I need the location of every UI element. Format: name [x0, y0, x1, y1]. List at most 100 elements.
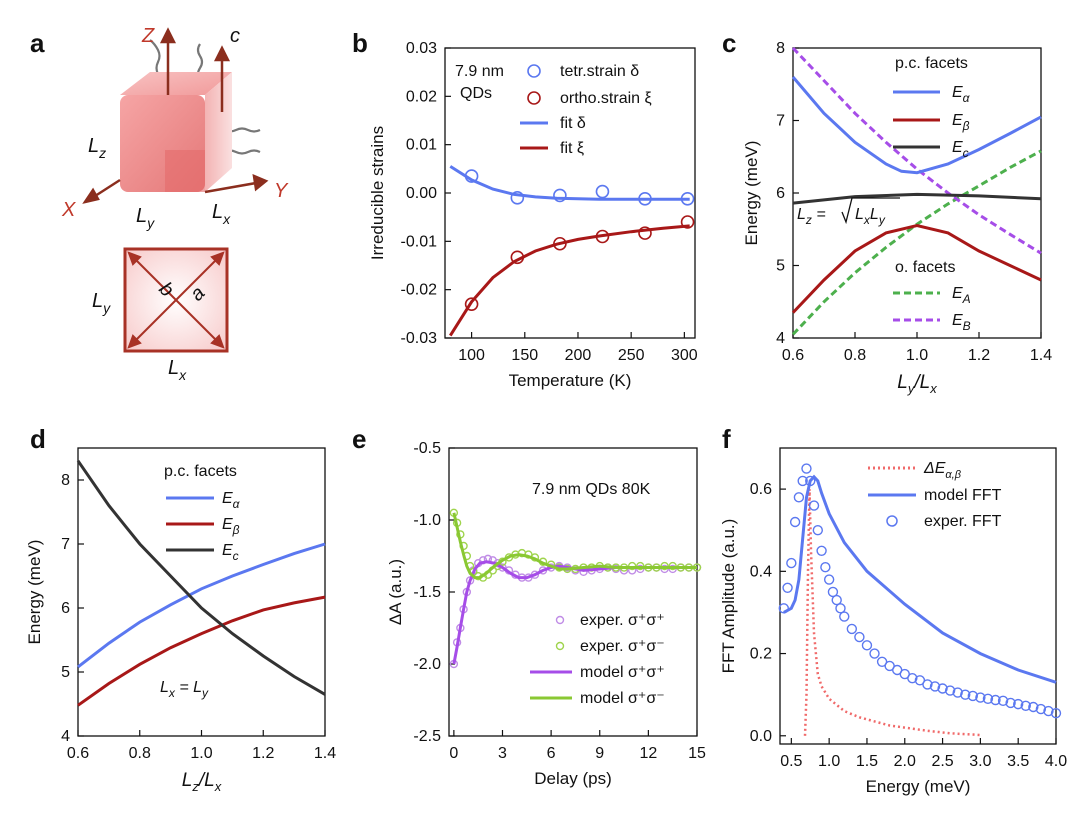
panel-label-a: a [30, 28, 45, 58]
legend-d-beta: Eβ [222, 516, 240, 537]
c-xtick-label: 0.8 [844, 347, 866, 364]
f-exper-point [797, 475, 808, 487]
e-xlabel: Delay (ps) [534, 769, 611, 788]
c-ytick-label: 4 [776, 330, 785, 347]
legend-c-A: EA [952, 285, 971, 306]
f-xtick-label: 1.5 [856, 753, 878, 770]
f-xtick-label: 3.0 [969, 753, 991, 770]
f-exper-point [960, 689, 971, 700]
legend-c: Eα Eβ Ec o. facets EA EB [893, 84, 971, 333]
f-exper-point [801, 463, 812, 474]
b-ytick-label: 0.02 [406, 88, 437, 105]
e-ytick-label: -2.5 [413, 728, 441, 745]
f-ytick-label: 0.0 [750, 728, 772, 745]
f-exper-point [835, 603, 846, 614]
f-xtick-label: 2.5 [931, 753, 953, 770]
legend-c-B: EB [952, 312, 971, 333]
lx-label: Lx [212, 201, 231, 227]
e-model-pm-line [452, 512, 697, 580]
legend-d-c: Ec [222, 542, 239, 563]
e-xtick-label: 9 [595, 745, 604, 762]
b-tetr-point [595, 184, 610, 199]
c-Ealpha-line [791, 76, 1042, 175]
b-fit-xi-line [449, 224, 690, 337]
f-exper-point [793, 492, 805, 503]
b-ytick-label: 0.03 [406, 40, 437, 57]
d-xtick-label: 1.4 [314, 745, 336, 762]
panel-label-b: b [352, 28, 368, 58]
c-ytick-label: 7 [776, 113, 785, 130]
b-ytick-label: -0.03 [401, 330, 438, 347]
z-axis-label: Z [141, 25, 155, 47]
b-xtick-label: 250 [618, 347, 645, 364]
f-ytick-label: 0.4 [750, 563, 772, 580]
e-ytick-label: -0.5 [413, 440, 441, 457]
c-ytick-label: 6 [776, 185, 785, 202]
f-exper-point [854, 631, 865, 643]
c-EB-line [791, 46, 1042, 255]
y-axis-label: Y [274, 180, 289, 202]
b-tetr-point [638, 192, 652, 206]
b-ortho-point [680, 215, 695, 229]
annotation-b-line2: QDs [460, 85, 492, 102]
legend-c-title-o: o. facets [895, 259, 955, 276]
f-exper-point [846, 623, 858, 635]
legend-c-beta: Eβ [952, 112, 970, 133]
c-xtick-label: 1.0 [906, 347, 928, 364]
e-xtick-label: 3 [498, 745, 507, 762]
c-xtick-label: 1.4 [1030, 347, 1052, 364]
f-xtick-label: 0.5 [780, 753, 802, 770]
b-ytick-label: 0.01 [406, 137, 437, 154]
legend-b-fit-xi: fit ξ [560, 140, 584, 157]
b-ylabel: Irreducible strains [368, 126, 387, 260]
d-ytick-label: 5 [61, 664, 70, 681]
f-exper-point [1050, 707, 1062, 719]
legend-c-title-pc: p.c. facets [895, 55, 968, 72]
legend-c-alpha: Eα [952, 84, 971, 105]
f-exper-point [929, 681, 941, 692]
legend-e-exper-pm: exper. σ⁺σ⁻ [580, 638, 665, 655]
b-ortho-point [553, 236, 567, 251]
d-ytick-label: 4 [61, 728, 70, 745]
f-model-line [783, 474, 1057, 684]
c-ylabel: Energy (meV) [742, 141, 761, 246]
legend-b-marker-delta [527, 64, 541, 78]
legend-f: ΔEα,β model FFT exper. FFT [868, 460, 1002, 530]
b-xtick-label: 200 [565, 347, 592, 364]
f-ytick-label: 0.2 [750, 646, 772, 663]
f-xtick-label: 4.0 [1045, 753, 1067, 770]
legend-d-title: p.c. facets [164, 463, 237, 480]
c-xtick-label: 0.6 [782, 347, 804, 364]
b-ytick-label: -0.01 [401, 233, 438, 250]
f-exper-point [861, 640, 873, 651]
d-ytick-label: 8 [61, 472, 70, 489]
b-xtick-label: 300 [671, 347, 698, 364]
e-xtick-label: 15 [688, 745, 706, 762]
legend-f-exper: exper. FFT [924, 513, 1002, 530]
legend-f-model: model FFT [924, 487, 1002, 504]
e-xtick-label: 0 [449, 745, 458, 762]
legend-e-marker-pm [555, 641, 565, 651]
panel-label-c: c [722, 28, 736, 58]
panel-label-f: f [722, 424, 731, 454]
e-ytick-label: -2.0 [413, 656, 441, 673]
f-exper-point [839, 611, 850, 622]
c-ytick-label: 8 [776, 40, 785, 57]
d-Ealpha-line [77, 542, 326, 669]
legend-e-marker-pp [555, 615, 565, 625]
f-exper-point [975, 692, 986, 703]
f-exper-point [778, 603, 789, 614]
f-ytick-label: 0.6 [750, 481, 772, 498]
f-exper-point [805, 475, 816, 487]
x-axis-label: X [61, 199, 76, 221]
e-xtick-label: 6 [547, 745, 556, 762]
f-exper-point [808, 500, 820, 511]
f-exper-point [967, 690, 979, 702]
square-ly-label: Ly [92, 290, 111, 316]
b-ortho-point [638, 226, 652, 240]
b-xtick-label: 100 [458, 347, 485, 364]
